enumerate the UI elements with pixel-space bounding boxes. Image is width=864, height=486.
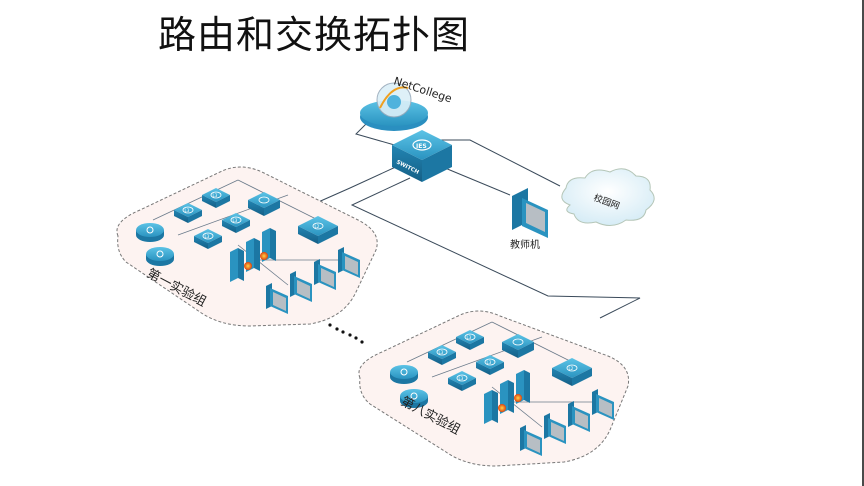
l3-switch[interactable]: L3 (428, 345, 456, 365)
lab-pc[interactable] (266, 283, 288, 314)
device-badge: L3 (467, 335, 472, 340)
fire-icon (498, 404, 506, 412)
lab-pc[interactable] (568, 401, 590, 432)
link-server-core (355, 123, 399, 147)
device-badge: L3 (439, 350, 444, 355)
l3-switch[interactable]: L3 (194, 229, 222, 249)
device-badge: L2 (315, 224, 320, 229)
link-core-teacher (444, 167, 511, 196)
device-badge: L2 (569, 366, 574, 371)
device-badge: L3 (487, 360, 492, 365)
server-netcollege[interactable]: NetCollege (360, 74, 454, 131)
firewall[interactable] (260, 228, 276, 262)
device-badge: L3 (213, 193, 218, 198)
lab-pc[interactable] (544, 413, 566, 444)
device-badge: L3 (185, 208, 190, 213)
l3-switch[interactable]: L3 (476, 355, 504, 375)
ids-appliance[interactable] (248, 192, 280, 216)
l3-switch[interactable]: L3 (202, 188, 230, 208)
l3-switch[interactable]: L3 (448, 371, 476, 391)
teacher-pc-label: 教师机 (510, 238, 540, 251)
lab-pc[interactable] (290, 271, 312, 302)
server-tower[interactable] (484, 390, 498, 424)
l3-switch[interactable]: L3 (174, 203, 202, 223)
page-title: 路由和交换拓扑图 (158, 13, 471, 57)
l2-switch[interactable]: L2 (552, 358, 592, 386)
lab-pc[interactable] (520, 425, 542, 456)
fire-icon (244, 262, 252, 270)
l2-switch[interactable]: L2 (298, 216, 338, 244)
right-border (862, 0, 864, 486)
core-badge: IES (416, 143, 427, 150)
device-badge: L3 (205, 234, 210, 239)
fire-icon (260, 252, 268, 260)
lab-pc[interactable] (338, 247, 360, 278)
lab-pc[interactable] (314, 259, 336, 290)
router[interactable] (400, 389, 428, 408)
link-core-campus (440, 139, 561, 187)
ids-appliance[interactable] (502, 334, 534, 358)
link-core-group8 (350, 177, 641, 319)
router[interactable] (390, 365, 418, 384)
router[interactable] (146, 247, 174, 266)
firewall[interactable] (244, 238, 260, 272)
teacher-pc[interactable]: 教师机 (510, 188, 548, 251)
ellipsis-dots (328, 323, 364, 344)
core-switch[interactable]: IES SWITCH (392, 130, 452, 182)
device-badge: L3 (233, 218, 238, 223)
firewall[interactable] (498, 380, 514, 414)
lab-pc[interactable] (592, 389, 614, 420)
campus-network-cloud[interactable]: 校园网 (561, 168, 655, 226)
firewall[interactable] (514, 370, 530, 404)
l3-switch[interactable]: L3 (456, 330, 484, 350)
fire-icon (514, 394, 522, 402)
server-tower[interactable] (230, 248, 244, 282)
l3-switch[interactable]: L3 (222, 213, 250, 233)
router[interactable] (136, 223, 164, 242)
device-badge: L3 (459, 376, 464, 381)
